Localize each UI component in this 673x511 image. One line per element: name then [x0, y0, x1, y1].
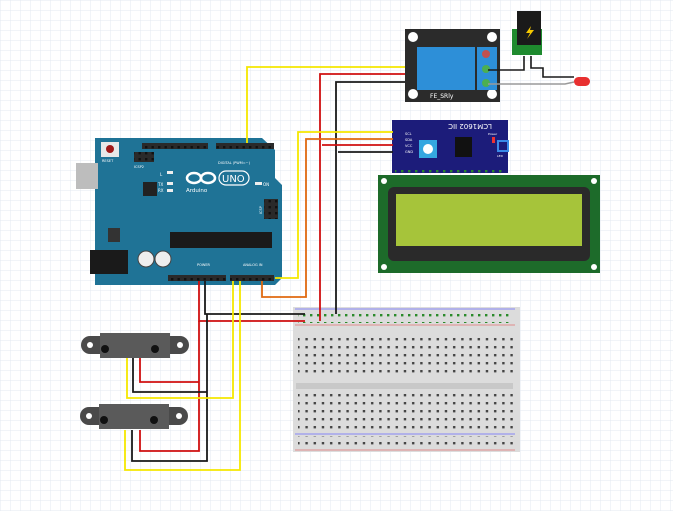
relay-output-wires	[488, 56, 575, 85]
ir-sensor-icon	[81, 333, 189, 358]
dc-jack	[90, 250, 128, 274]
wires	[124, 66, 405, 471]
analog-header	[230, 275, 274, 281]
ir-sensor-icon	[80, 404, 188, 429]
arduino-label: Arduino	[186, 188, 208, 194]
atmega-chip	[170, 232, 272, 248]
lcd-display	[378, 175, 600, 273]
wire-i2c-scl	[275, 131, 393, 279]
wire-relay-vcc	[319, 73, 405, 321]
arduino-uno[interactable]: RESET ICSP2 DIGITAL (PWM=~) UNO Arduino …	[76, 138, 282, 285]
pin-vcc-label: VCC	[405, 144, 413, 148]
led-tx-label: TX	[157, 182, 163, 187]
icsp2-label: ICSP2	[134, 165, 144, 169]
power-header	[168, 275, 226, 281]
digital-header-high	[216, 143, 274, 149]
icsp-header	[264, 199, 278, 219]
usb-port	[76, 163, 98, 189]
icsp-label: ICSP	[259, 206, 263, 214]
pin-gnd-label: GND	[405, 150, 413, 154]
arduino-logo: UNO Arduino	[185, 170, 250, 194]
i2c-module[interactable]: LCM1602 IIC SCL SDA VCC GND Power LED	[392, 120, 509, 173]
icsp2-header	[134, 152, 154, 162]
relay-label: FE_SRly	[430, 93, 454, 100]
usb-chip	[143, 182, 157, 196]
led-rx-label: RX	[158, 188, 164, 193]
digital-header-low	[142, 143, 208, 149]
digital-label: DIGITAL (PWM=~)	[218, 161, 251, 165]
i2c-title: LCM1602 IIC	[448, 122, 492, 130]
reset-label: RESET	[102, 159, 114, 163]
pin-scl-label: SCL	[405, 132, 412, 136]
led-l-label: L	[160, 172, 163, 177]
uno-label: UNO	[222, 174, 245, 185]
lightning-icon	[526, 26, 534, 39]
relay-module[interactable]: FE_SRly	[405, 29, 500, 102]
wire-power-gnd	[204, 281, 305, 315]
led-on-label: ON	[263, 182, 269, 187]
analog-label: ANALOG IN	[243, 263, 263, 267]
wire-relay-gnd	[335, 81, 405, 314]
wire-relay-signal	[246, 66, 405, 143]
lcd-screen	[396, 194, 582, 246]
breadboard	[293, 307, 520, 452]
led-jumper-label: LED	[497, 154, 504, 158]
pin-sda-label: SDA	[405, 138, 413, 142]
led-icon	[574, 77, 590, 86]
voltage-regulator	[108, 228, 120, 242]
power-label: POWER	[197, 263, 211, 267]
wire-i2c-sda	[261, 138, 393, 298]
power-led-label: Power	[488, 132, 498, 136]
power-jack-icon	[512, 11, 542, 55]
